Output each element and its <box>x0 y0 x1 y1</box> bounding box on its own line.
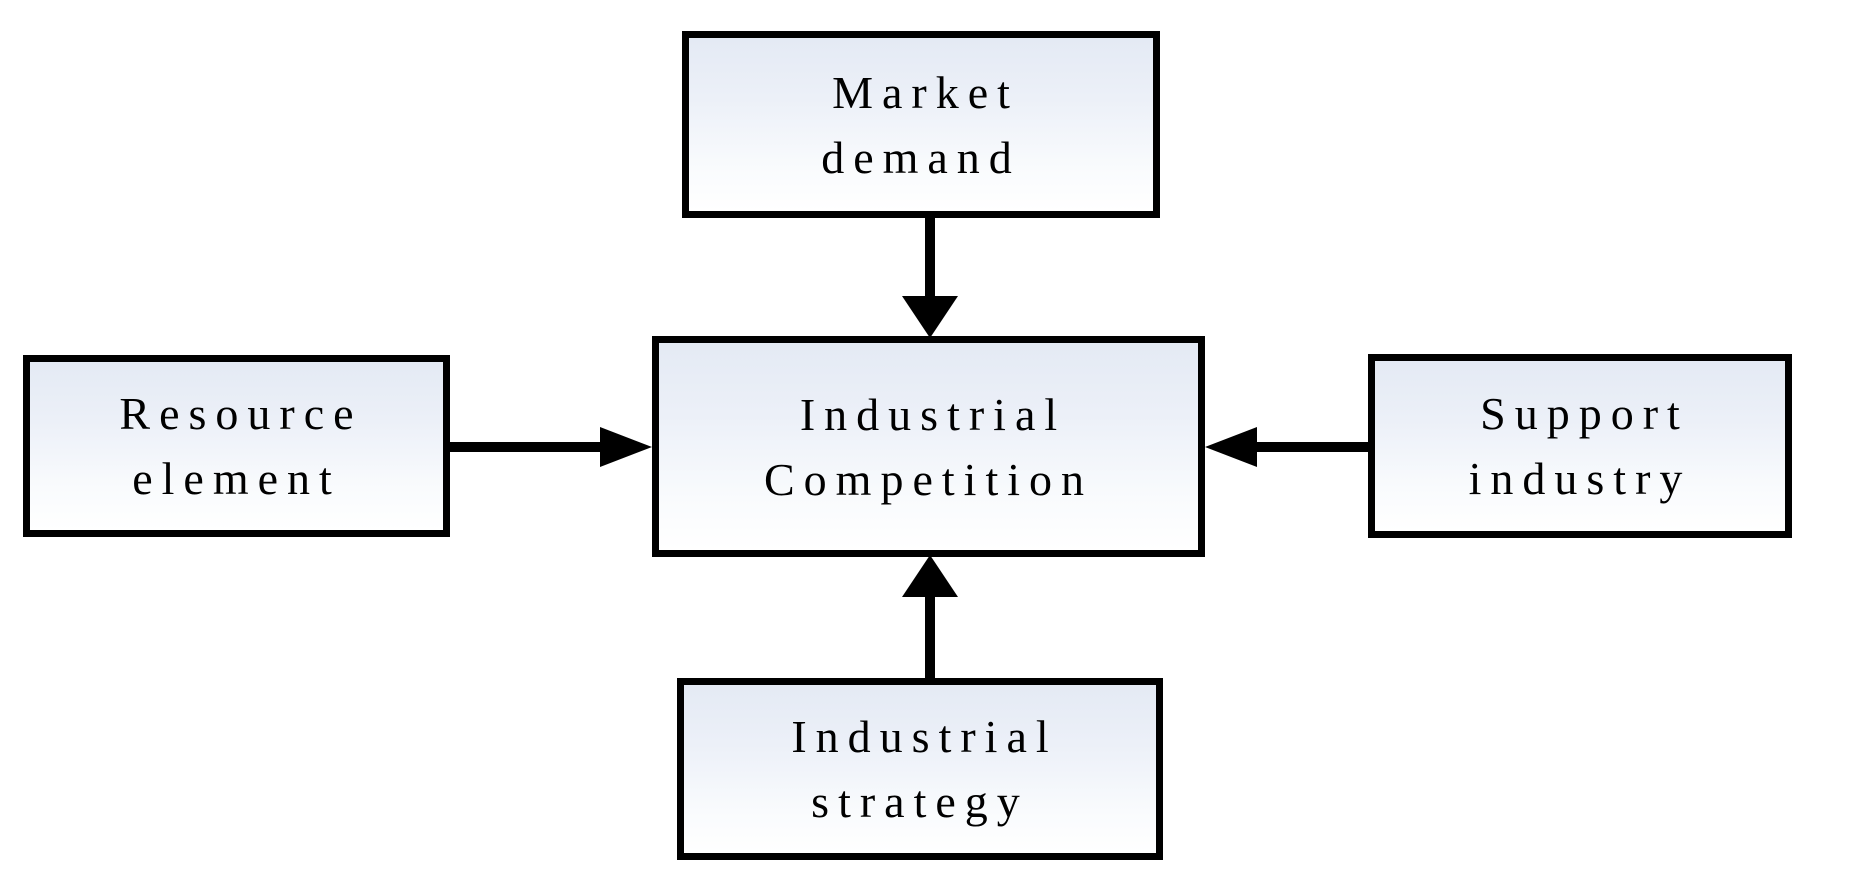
arrow-resource-to-competition-shaft <box>447 442 605 452</box>
arrow-market-to-competition-shaft <box>925 215 935 301</box>
arrowhead-right-icon <box>600 427 652 467</box>
node-support-industry-label: Support industry <box>1468 388 1692 504</box>
arrowhead-down-icon <box>902 296 958 338</box>
node-resource-element: Resource element <box>23 355 450 537</box>
node-market-demand: Market demand <box>682 31 1160 218</box>
node-industrial-competition: Industrial Competition <box>652 336 1205 557</box>
arrowhead-left-icon <box>1205 427 1257 467</box>
node-resource-element-label: Resource element <box>119 388 363 504</box>
arrow-support-to-competition-shaft <box>1255 442 1371 452</box>
node-support-industry: Support industry <box>1368 354 1792 538</box>
arrow-strategy-to-competition-shaft <box>925 596 935 680</box>
node-industrial-competition-label: Industrial Competition <box>764 388 1093 505</box>
node-market-demand-label: Market demand <box>821 66 1021 183</box>
arrowhead-up-icon <box>902 555 958 597</box>
node-industrial-strategy: Industrial strategy <box>677 678 1163 860</box>
node-industrial-strategy-label: Industrial strategy <box>791 711 1058 827</box>
